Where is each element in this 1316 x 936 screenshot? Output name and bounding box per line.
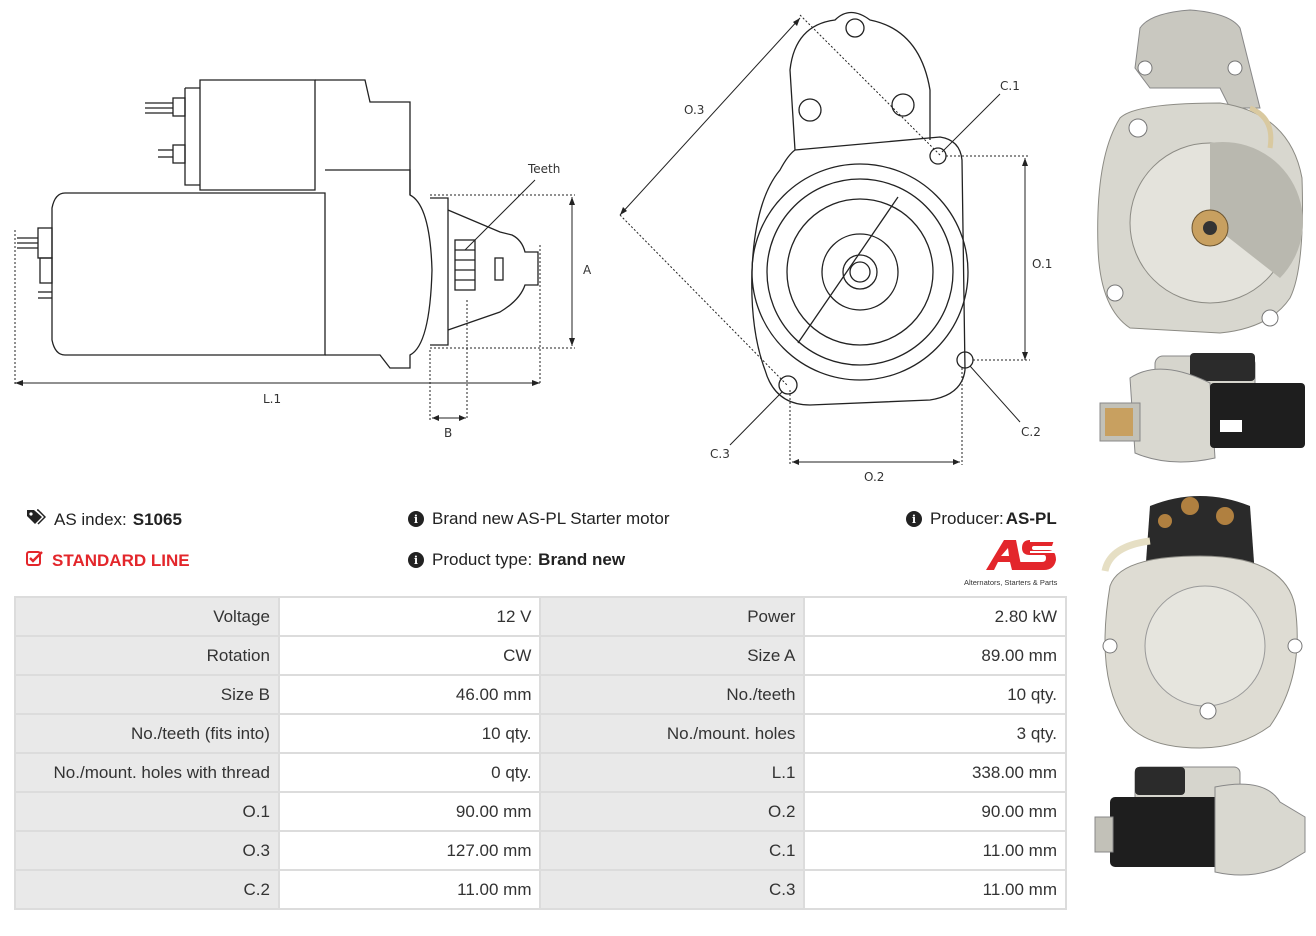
spec-value-cell: 46.00 mm <box>279 676 540 713</box>
logo-tagline: Alternators, Starters & Parts <box>964 578 1058 587</box>
product-type-label: Product type: <box>432 550 533 569</box>
spec-value-cell: 11.00 mm <box>279 871 540 908</box>
front-view-diagram: O.3 C.1 O.1 C.2 C.3 O.2 <box>600 0 1080 490</box>
spec-key-cell: No./mount. holes <box>541 715 804 752</box>
table-row: No./teeth (fits into)10 qty.No./mount. h… <box>16 715 1065 752</box>
standard-line-label: STANDARD LINE <box>52 550 190 570</box>
spec-value-cell: 127.00 mm <box>279 832 540 869</box>
spec-value-cell: 2.80 kW <box>805 598 1065 635</box>
spec-value-cell: CW <box>279 637 540 674</box>
description-row: i Brand new AS-PL Starter motor <box>408 509 669 529</box>
spec-value-cell: 338.00 mm <box>805 754 1065 791</box>
spec-key-cell: O.3 <box>16 832 278 869</box>
spec-key-cell: L.1 <box>541 754 804 791</box>
product-photo-front[interactable] <box>1090 8 1310 338</box>
spec-key-cell: O.1 <box>16 793 278 830</box>
spec-key-cell: No./teeth <box>541 676 804 713</box>
spec-value-cell: 10 qty. <box>279 715 540 752</box>
product-photo-side-1[interactable] <box>1090 348 1310 473</box>
product-type-value: Brand new <box>538 550 626 569</box>
spec-value-cell: 89.00 mm <box>805 637 1065 674</box>
product-photo-side-2[interactable] <box>1090 762 1310 887</box>
spec-key-cell: No./teeth (fits into) <box>16 715 278 752</box>
producer-value: AS-PL <box>1005 509 1057 528</box>
as-index-value: S1065 <box>132 509 182 529</box>
spec-key-cell: O.2 <box>541 793 804 830</box>
dim-o3-label: O.3 <box>684 103 704 117</box>
as-index-label: AS index: <box>54 509 127 529</box>
spec-value-cell: 0 qty. <box>279 754 540 791</box>
spec-value-cell: 11.00 mm <box>805 871 1065 908</box>
dim-o1-label: O.1 <box>1032 257 1052 271</box>
spec-value-cell: 12 V <box>279 598 540 635</box>
dim-c2-label: C.2 <box>1021 425 1041 439</box>
dim-o2-label: O.2 <box>864 470 884 484</box>
producer-label: Producer: <box>930 509 1004 528</box>
spec-key-cell: C.3 <box>541 871 804 908</box>
dim-c1-label: C.1 <box>1000 79 1020 93</box>
product-type-row: i Product type: Brand new <box>408 550 625 570</box>
as-pl-logo[interactable]: Alternators, Starters & Parts <box>964 538 1068 587</box>
info-icon: i <box>906 511 922 527</box>
side-view-diagram: Teeth A L.1 B <box>0 0 600 450</box>
dim-a-label: A <box>583 263 592 277</box>
spec-key-cell: Size B <box>16 676 278 713</box>
producer-row: i Producer: AS-PL <box>906 509 1057 529</box>
spec-key-cell: C.1 <box>541 832 804 869</box>
spec-key-cell: Voltage <box>16 598 278 635</box>
spec-key-cell: No./mount. holes with thread <box>16 754 278 791</box>
product-photo-rear[interactable] <box>1090 486 1310 751</box>
spec-value-cell: 90.00 mm <box>805 793 1065 830</box>
dim-b-label: B <box>444 426 452 440</box>
spec-value-cell: 11.00 mm <box>805 832 1065 869</box>
spec-key-cell: Rotation <box>16 637 278 674</box>
spec-key-cell: Power <box>541 598 804 635</box>
info-icon: i <box>408 511 424 527</box>
as-index-row: AS index: S1065 <box>26 509 182 530</box>
spec-value-cell: 90.00 mm <box>279 793 540 830</box>
spec-key-cell: Size A <box>541 637 804 674</box>
description-text: Brand new AS-PL Starter motor <box>432 509 670 528</box>
info-icon: i <box>408 552 424 568</box>
dim-l1-label: L.1 <box>263 392 281 406</box>
dim-c3-label: C.3 <box>710 447 730 461</box>
spec-value-cell: 3 qty. <box>805 715 1065 752</box>
tags-icon <box>26 509 47 530</box>
standard-line-row: STANDARD LINE <box>26 550 190 571</box>
check-square-icon <box>26 550 44 571</box>
spec-key-cell: C.2 <box>16 871 278 908</box>
teeth-label: Teeth <box>527 162 560 176</box>
spec-value-cell: 10 qty. <box>805 676 1065 713</box>
